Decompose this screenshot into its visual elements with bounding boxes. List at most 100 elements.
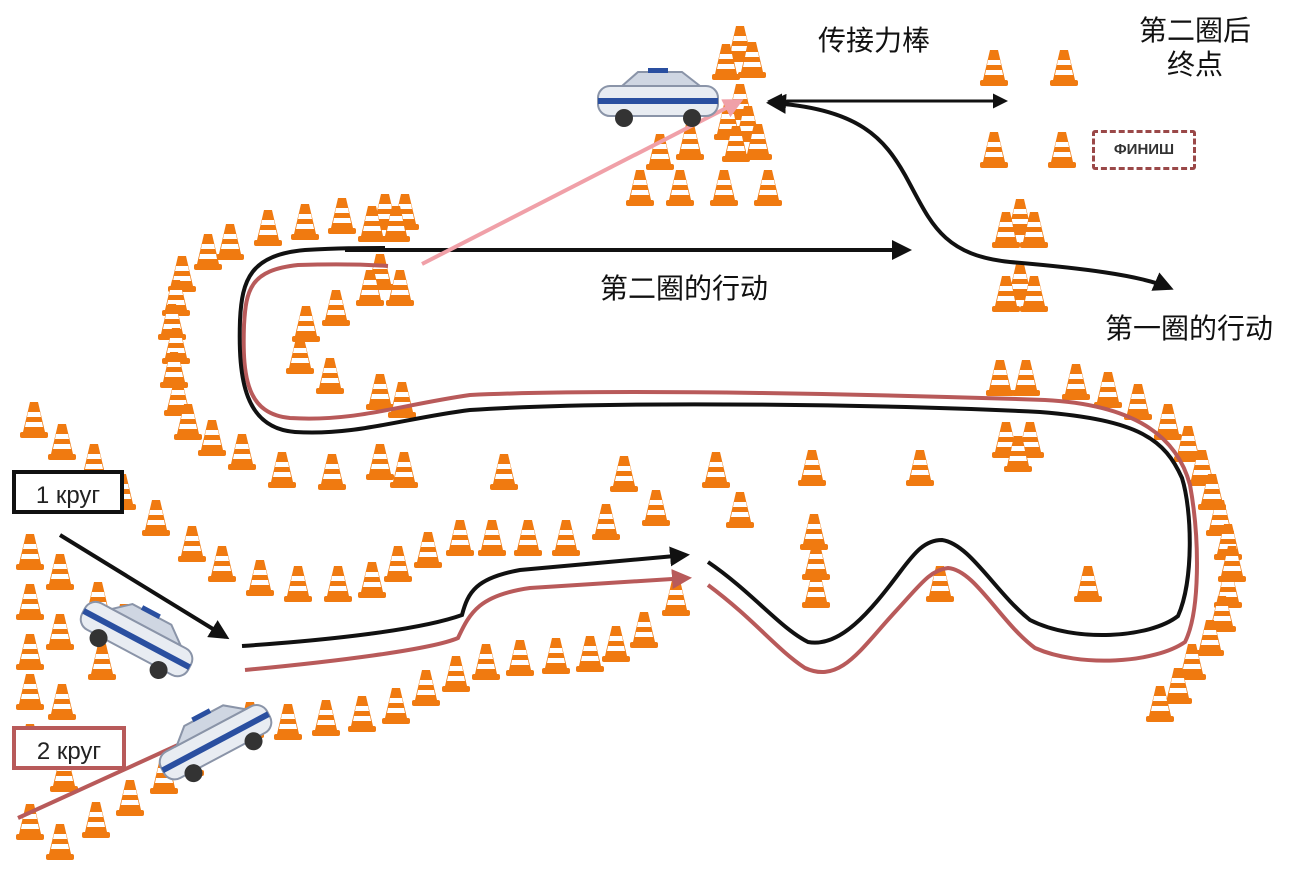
traffic-cone-icon [1004, 436, 1032, 472]
traffic-cone-icon [1178, 644, 1206, 680]
traffic-cone-icon [88, 644, 116, 680]
traffic-cone-icon [382, 206, 410, 242]
lap2-label: 2 круг [12, 726, 126, 770]
traffic-cone-icon [666, 170, 694, 206]
police-car-icon [79, 600, 194, 680]
traffic-cone-icon [382, 688, 410, 724]
lap1-path-start [58, 533, 230, 640]
traffic-cone-icon [48, 684, 76, 720]
traffic-cone-icon [358, 206, 386, 242]
traffic-cone-icon [291, 204, 319, 240]
traffic-cone-icon [390, 452, 418, 488]
traffic-cone-icon [576, 636, 604, 672]
traffic-cone-icon [274, 704, 302, 740]
police-car-icon [597, 68, 719, 127]
traffic-cone-icon [46, 824, 74, 860]
traffic-cone-icon [386, 270, 414, 306]
lap2-path-loop [241, 262, 1199, 675]
traffic-cone-icon [542, 638, 570, 674]
traffic-cone-icon [16, 584, 44, 620]
traffic-cone-icon [16, 674, 44, 710]
traffic-cone-icon [802, 544, 830, 580]
traffic-cone-icon [506, 640, 534, 676]
traffic-cone-icon [46, 554, 74, 590]
traffic-cone-icon [980, 132, 1008, 168]
traffic-cone-icon [592, 504, 620, 540]
traffic-cone-icon [318, 454, 346, 490]
traffic-cone-icon [802, 572, 830, 608]
traffic-cone-icon [986, 360, 1014, 396]
lap1-path-main [241, 546, 690, 648]
traffic-cone-icon [1164, 668, 1192, 704]
traffic-cone-icon [384, 546, 412, 582]
traffic-cone-icon [292, 306, 320, 342]
traffic-cone-icon [246, 560, 274, 596]
lap2-path-start [17, 743, 179, 820]
traffic-cone-icon [348, 696, 376, 732]
traffic-cone-icon [676, 124, 704, 160]
traffic-cone-icon [414, 532, 442, 568]
traffic-cone-icon [284, 566, 312, 602]
lap1-path-loop [237, 246, 1192, 645]
traffic-cone-icon [358, 562, 386, 598]
traffic-cone-icon [16, 634, 44, 670]
traffic-cone-icon [1146, 686, 1174, 722]
baton-pass-label: 传接力棒 [818, 24, 931, 57]
traffic-cone-icon [738, 42, 766, 78]
traffic-cone-icon [116, 780, 144, 816]
traffic-cone-icon [702, 452, 730, 488]
traffic-cone-icon [610, 456, 638, 492]
traffic-cone-icon [228, 434, 256, 470]
traffic-cone-icon [1016, 422, 1044, 458]
traffic-cone-icon [388, 382, 416, 418]
traffic-cone-icon [726, 492, 754, 528]
traffic-cone-icon [286, 338, 314, 374]
traffic-cone-icon [442, 656, 470, 692]
traffic-cone-icon [366, 444, 394, 480]
traffic-cone-icon [1094, 372, 1122, 408]
lap1-label: 1 круг [12, 470, 124, 514]
traffic-cone-icon [1062, 364, 1090, 400]
traffic-cone-icon [194, 234, 222, 270]
traffic-cone-icon [1198, 474, 1226, 510]
traffic-cone-icon [366, 374, 394, 410]
traffic-cone-icon [312, 700, 340, 736]
traffic-cone-icon [82, 802, 110, 838]
traffic-cone-icon [142, 500, 170, 536]
traffic-cone-icon [1050, 50, 1078, 86]
first-lap-action-arrow [766, 93, 1174, 291]
first-lap-action-label: 第一圈的行动 [1105, 312, 1274, 345]
traffic-cone-icon [356, 270, 384, 306]
traffic-cone-icon [328, 198, 356, 234]
traffic-cone-icon [48, 424, 76, 460]
relay-path [421, 99, 744, 266]
traffic-cone-icon [412, 670, 440, 706]
traffic-cone-icon [472, 644, 500, 680]
traffic-cone-icon [710, 170, 738, 206]
traffic-cone-icon [178, 526, 206, 562]
traffic-cone-icon [1074, 566, 1102, 602]
traffic-cone-icon [208, 546, 236, 582]
traffic-cone-icon [642, 490, 670, 526]
traffic-cone-icon [322, 290, 350, 326]
traffic-cone-icon [316, 358, 344, 394]
police-car-icon [158, 704, 273, 783]
traffic-cone-icon [216, 224, 244, 260]
traffic-cone-icon [646, 134, 674, 170]
traffic-cone-icon [906, 450, 934, 486]
traffic-cone-icon [1048, 132, 1076, 168]
traffic-cone-icon [980, 50, 1008, 86]
traffic-cone-icon [552, 520, 580, 556]
traffic-cone-icon [662, 580, 690, 616]
traffic-cone-icon [1206, 500, 1234, 536]
traffic-cone-icon [798, 450, 826, 486]
traffic-cone-icon [254, 210, 282, 246]
traffic-cone-icon [1196, 620, 1224, 656]
traffic-cone-icon [744, 124, 772, 160]
finish-sign: ФИНИШ [1092, 130, 1196, 170]
traffic-cone-icon [754, 170, 782, 206]
traffic-cone-icon [46, 614, 74, 650]
traffic-cone-icon [1012, 360, 1040, 396]
second-lap-finish-label: 第二圈后 终点 [1138, 14, 1251, 81]
